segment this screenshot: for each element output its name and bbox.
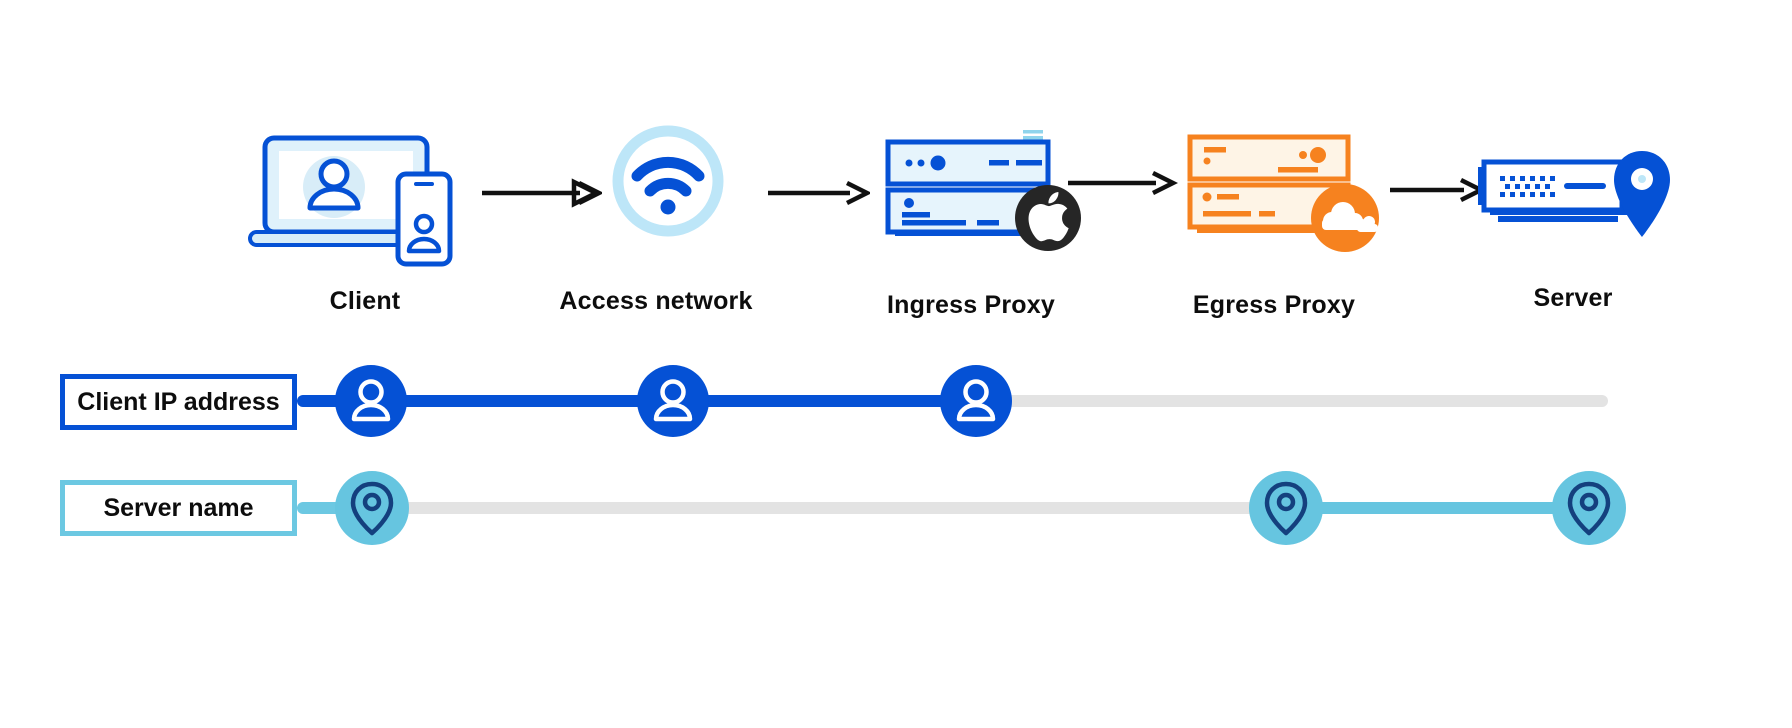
apple-logo-badge [1015,185,1081,251]
server-name-label-box: Server name [60,480,297,536]
arrow-right-icon [482,178,602,208]
server-name-visible-line-right [1286,502,1589,514]
laptop-phone-user-icon [248,135,453,267]
server-rack-icon [885,130,1081,251]
server-name-label: Server name [103,493,254,522]
arrow-right-icon [1068,170,1178,196]
server-rack-icon [1187,134,1379,252]
client-ip-address-label: Client IP address [77,387,280,416]
client-ip-hidden-line [980,395,1608,407]
location-pin-marker-icon [335,471,409,545]
flow-node-label-access-network: Access network [559,287,753,315]
server-location-pin-icon [1478,151,1670,237]
flow-node-label-egress-proxy: Egress Proxy [1192,291,1356,319]
user-marker-icon [335,365,407,437]
arrow-right-icon [768,180,870,206]
location-pin-marker-icon [1249,471,1323,545]
user-marker-icon [940,365,1012,437]
flow-node-label-ingress-proxy: Ingress Proxy [887,291,1055,319]
flow-node-label-client: Client [329,287,401,315]
client-ip-address-label-box: Client IP address [60,374,297,430]
flow-node-label-server: Server [1533,284,1613,312]
cloudflare-logo-badge [1311,184,1379,252]
location-pin-marker-icon [1552,471,1626,545]
arrow-right-icon [1390,177,1485,203]
server-name-hidden-line [375,502,1290,514]
wifi-icon [612,125,724,237]
user-marker-icon [637,365,709,437]
